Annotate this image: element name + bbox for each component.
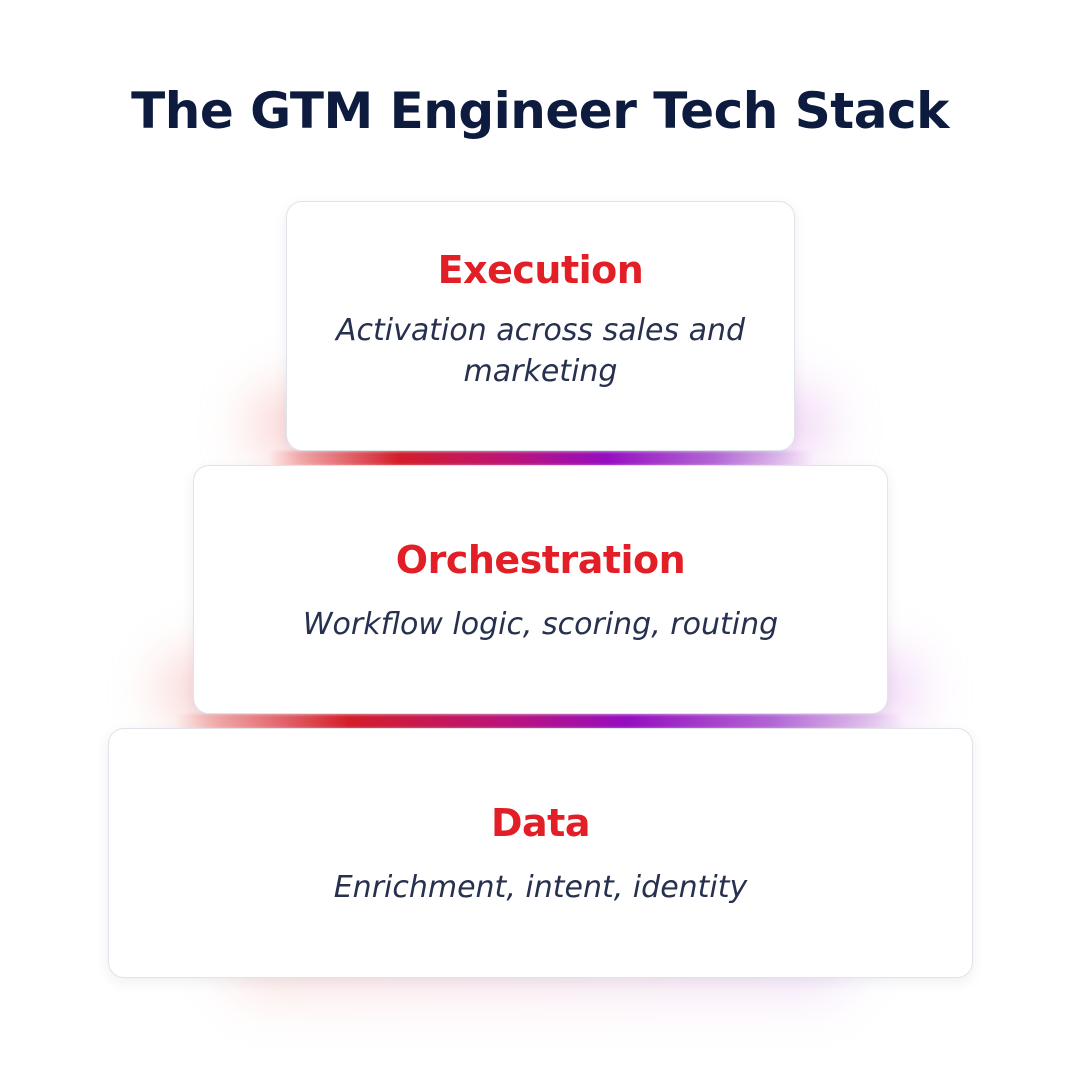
layer-description: Activation across sales and marketing: [335, 313, 746, 389]
layer-card-data: Data Enrichment, intent, identity: [108, 728, 973, 978]
layer-description: Enrichment, intent, identity: [333, 870, 748, 905]
layer-card-orchestration: Orchestration Workflow logic, scoring, r…: [193, 465, 888, 714]
layer-title: Execution: [437, 248, 644, 292]
layer-title: Data: [491, 801, 591, 845]
layer-card-execution: Execution Activation across sales and ma…: [286, 201, 795, 451]
layer-title: Orchestration: [395, 538, 686, 582]
layer-description: Workflow logic, scoring, routing: [302, 607, 779, 642]
diagram-title: The GTM Engineer Tech Stack: [131, 82, 949, 140]
connector-orchestration-data: [175, 714, 905, 729]
connector-execution-orchestration: [268, 451, 813, 466]
